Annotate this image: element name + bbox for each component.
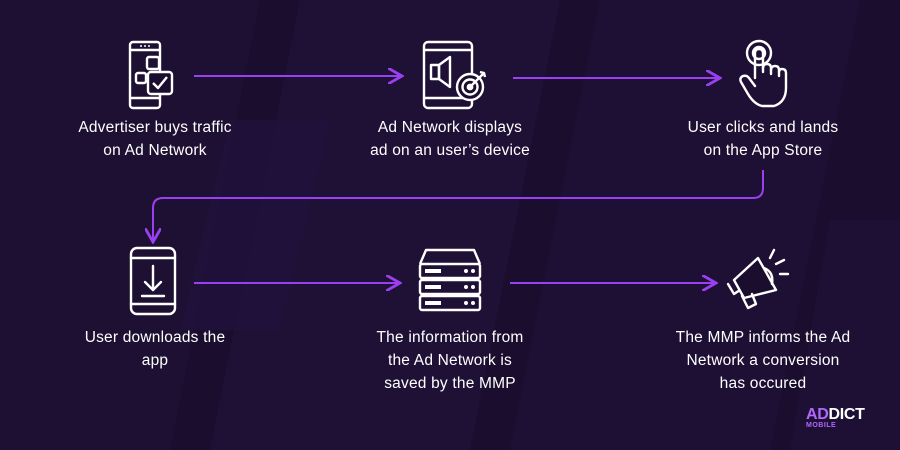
step-5-label: The information from the Ad Network is s… — [335, 326, 565, 395]
step-4-line-2: app — [141, 352, 169, 369]
server-icon — [418, 248, 482, 312]
step-2-label: Ad Network displays ad on an user’s devi… — [335, 116, 565, 162]
tap-hand-icon — [739, 39, 788, 108]
logo-subtitle: MOBILE — [806, 422, 837, 429]
step-4-line-1: User downloads the — [84, 329, 226, 346]
arrow-step3-to-step4 — [153, 170, 764, 240]
phone-app-icon — [128, 40, 174, 110]
step-4-label: User downloads the app — [40, 326, 270, 372]
logo-part-dict: DICT — [828, 406, 865, 423]
step-2-line-2: ad on an user’s device — [370, 142, 530, 159]
step-6-line-2: Network a conversion — [686, 352, 840, 369]
step-5-line-1: The information from — [376, 329, 524, 346]
step-1-line-1: Advertiser buys traffic — [78, 119, 232, 136]
step-3-label: User clicks and lands on the App Store — [643, 116, 883, 162]
step-1-label: Advertiser buys traffic on Ad Network — [40, 116, 270, 162]
logo-part-ad: AD — [806, 406, 829, 423]
step-6-line-3: has occured — [719, 375, 807, 392]
addict-mobile-logo: ADDICT MOBILE — [806, 407, 865, 430]
step-5-line-3: saved by the MMP — [384, 375, 516, 392]
download-icon — [129, 246, 177, 316]
step-1-line-2: on Ad Network — [103, 142, 207, 159]
step-2-line-1: Ad Network displays — [377, 119, 523, 136]
tablet-ad-target-icon — [422, 40, 487, 110]
step-3-line-2: on the App Store — [703, 142, 823, 159]
step-6-label: The MMP informs the Ad Network a convers… — [638, 326, 888, 395]
step-3-line-1: User clicks and lands — [687, 119, 839, 136]
logo-wordmark: ADDICT — [806, 407, 865, 423]
step-5-line-2: the Ad Network is — [387, 352, 512, 369]
megaphone-icon — [726, 248, 790, 310]
step-6-line-1: The MMP informs the Ad — [675, 329, 851, 346]
